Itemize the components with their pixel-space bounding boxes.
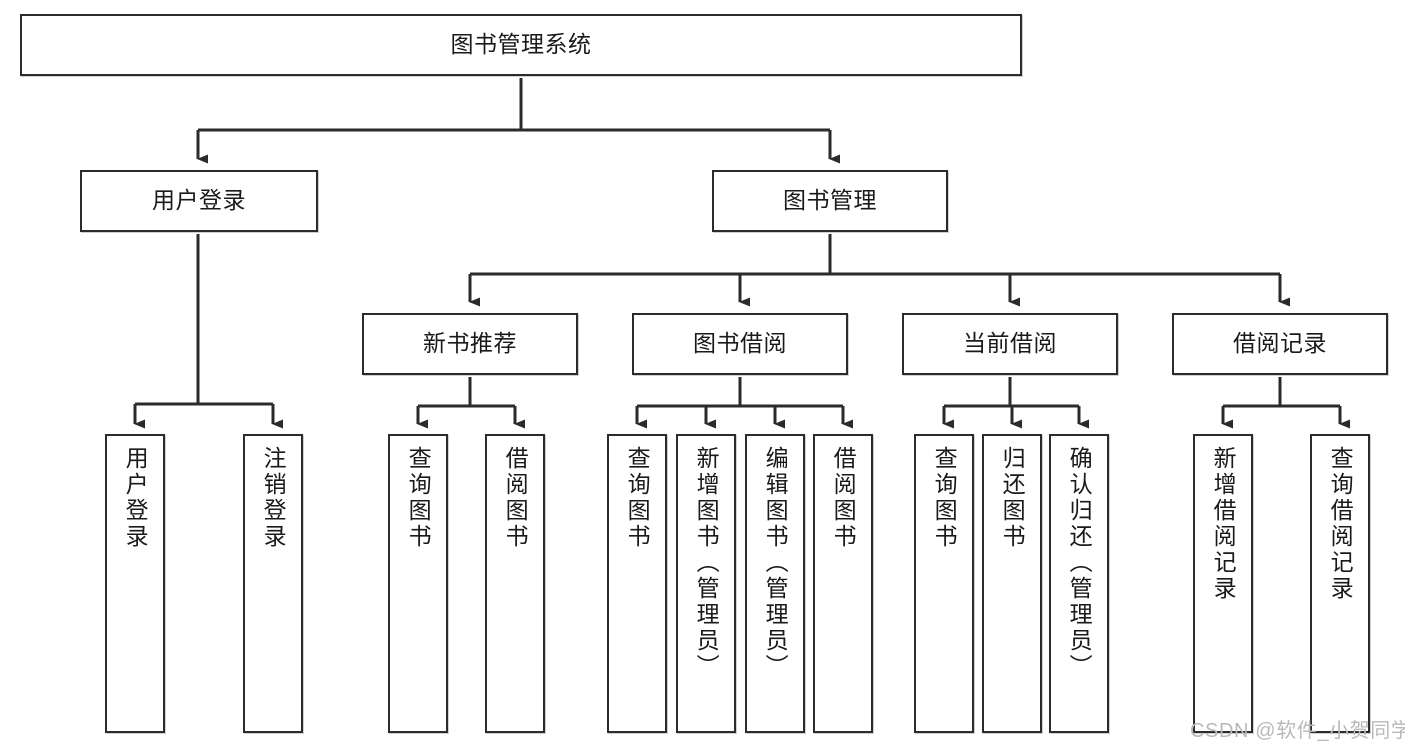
node-label: 用户登录 xyxy=(122,446,149,550)
node-label: 新书推荐 xyxy=(423,330,517,357)
node-label: 借阅图书 xyxy=(502,446,529,550)
leaf-borrow-borrow-book[interactable]: 借阅图书 xyxy=(813,434,873,733)
node-label: 借阅记录 xyxy=(1233,330,1327,357)
node-label: 新增借阅记录 xyxy=(1210,446,1237,602)
leaf-user-login[interactable]: 用户登录 xyxy=(105,434,165,733)
node-label: 图书管理系统 xyxy=(450,31,592,58)
node-label: 查询图书 xyxy=(624,446,651,550)
leaf-current-query-book[interactable]: 查询图书 xyxy=(914,434,974,733)
leaf-new-book-query-book[interactable]: 查询图书 xyxy=(388,434,448,733)
node-root-book-management-system[interactable]: 图书管理系统 xyxy=(20,14,1022,76)
leaf-record-add-borrow-record[interactable]: 新增借阅记录 xyxy=(1193,434,1253,733)
node-current-borrow[interactable]: 当前借阅 xyxy=(902,313,1118,375)
leaf-current-confirm-return-admin[interactable]: 确认归还（管理员） xyxy=(1049,434,1109,733)
leaf-borrow-add-book-admin[interactable]: 新增图书（管理员） xyxy=(676,434,736,733)
node-label: 当前借阅 xyxy=(963,330,1057,357)
leaf-borrow-query-book[interactable]: 查询图书 xyxy=(607,434,667,733)
node-label: 查询图书 xyxy=(931,446,958,550)
node-label: 确认归还（管理员） xyxy=(1066,446,1093,680)
leaf-record-query-borrow-record[interactable]: 查询借阅记录 xyxy=(1310,434,1370,733)
node-label: 查询图书 xyxy=(405,446,432,550)
node-user-login[interactable]: 用户登录 xyxy=(80,170,318,232)
node-label: 编辑图书（管理员） xyxy=(762,446,789,680)
node-label: 图书管理 xyxy=(783,187,877,214)
leaf-borrow-edit-book-admin[interactable]: 编辑图书（管理员） xyxy=(745,434,805,733)
leaf-logout[interactable]: 注销登录 xyxy=(243,434,303,733)
node-label: 借阅图书 xyxy=(830,446,857,550)
node-label: 图书借阅 xyxy=(693,330,787,357)
leaf-current-return-book[interactable]: 归还图书 xyxy=(982,434,1042,733)
csdn-watermark: CSDN @软件_小贺同学 xyxy=(1190,720,1405,742)
node-label: 用户登录 xyxy=(152,187,246,214)
node-label: 注销登录 xyxy=(260,446,287,550)
node-label: 查询借阅记录 xyxy=(1327,446,1354,602)
node-book-management[interactable]: 图书管理 xyxy=(712,170,948,232)
node-label: 新增图书（管理员） xyxy=(693,446,720,680)
node-book-borrow[interactable]: 图书借阅 xyxy=(632,313,848,375)
node-label: 归还图书 xyxy=(999,446,1026,550)
node-new-book-recommend[interactable]: 新书推荐 xyxy=(362,313,578,375)
leaf-new-book-borrow-book[interactable]: 借阅图书 xyxy=(485,434,545,733)
node-borrow-record[interactable]: 借阅记录 xyxy=(1172,313,1388,375)
